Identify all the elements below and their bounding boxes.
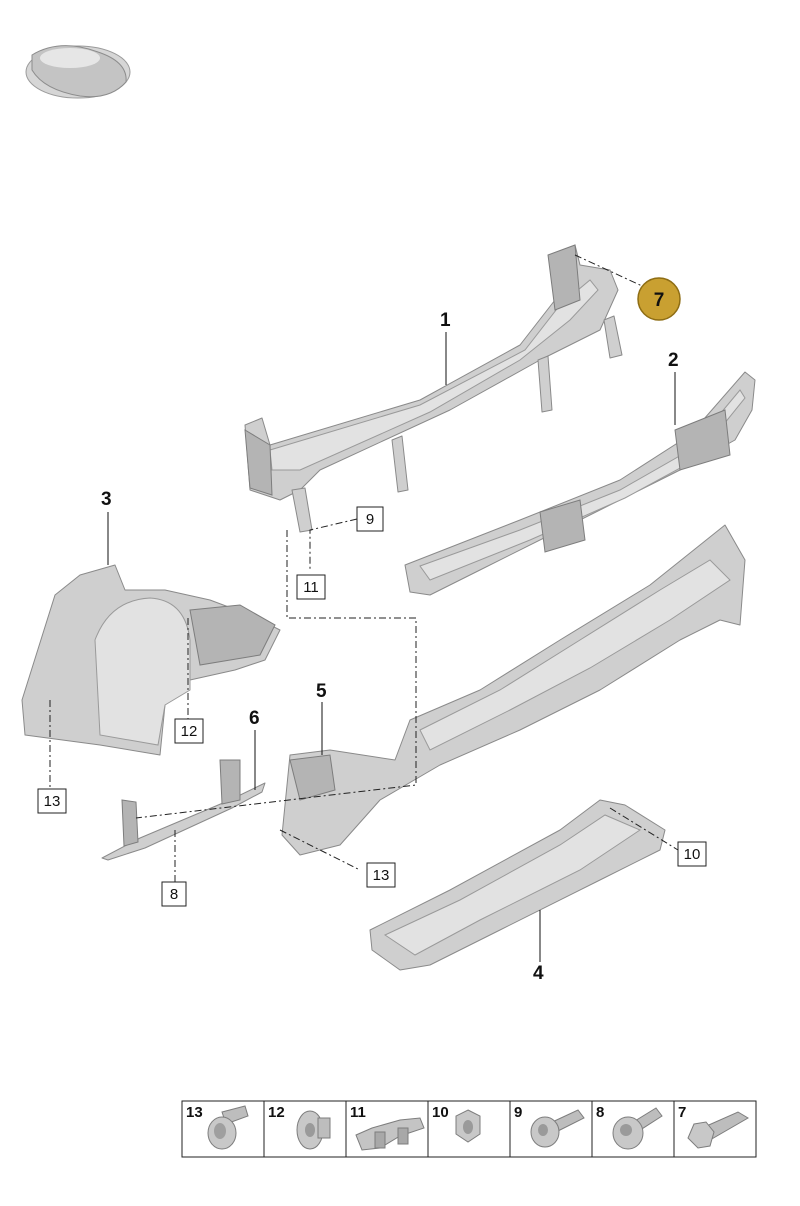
button-head-bolt-icon <box>612 1107 663 1150</box>
callout-6: 6 <box>249 708 260 729</box>
part-4-underbody-panel[interactable] <box>369 799 666 971</box>
legend-num-8: 8 <box>596 1104 604 1121</box>
legend-num-9: 9 <box>514 1104 522 1121</box>
reference-lines <box>49 254 679 882</box>
clip-nut-icon <box>296 1110 331 1150</box>
legend-num-13: 13 <box>186 1104 203 1121</box>
boxed-ref-10[interactable]: 10 <box>677 841 707 867</box>
highlight-callout-7[interactable]: 7 <box>637 277 681 321</box>
legend-num-12: 12 <box>268 1104 285 1121</box>
part-3-wheel-arch-liner[interactable] <box>21 564 281 756</box>
legend-item-12[interactable]: 12 <box>268 1104 331 1150</box>
boxed-ref-13-left-label: 13 <box>44 793 61 810</box>
callout-2: 2 <box>668 350 679 371</box>
part-2-energy-absorber[interactable] <box>404 371 756 596</box>
callout-3: 3 <box>101 489 112 510</box>
round-head-bolt-icon <box>530 1109 585 1148</box>
boxed-ref-8-label: 8 <box>170 886 178 903</box>
legend-item-13[interactable]: 13 <box>186 1104 249 1150</box>
vehicle-thumbnail-icon <box>25 45 131 99</box>
leader-lines <box>107 332 676 962</box>
callout-5: 5 <box>316 681 327 702</box>
callout-1: 1 <box>440 310 451 331</box>
fastener-legend: 13 12 11 10 <box>181 1100 757 1158</box>
boxed-ref-11-label: 11 <box>303 579 319 596</box>
part-1-bumper-beam[interactable] <box>244 244 623 533</box>
legend-num-7: 7 <box>678 1104 686 1121</box>
legend-item-10[interactable]: 10 <box>432 1104 481 1143</box>
boxed-ref-13-center[interactable]: 13 <box>366 862 396 888</box>
clip-screw-icon <box>207 1105 249 1150</box>
part-6-bracket-rail[interactable] <box>101 759 266 861</box>
boxed-ref-12[interactable]: 12 <box>174 718 204 744</box>
boxed-ref-12-label: 12 <box>181 723 198 740</box>
callout-4: 4 <box>533 963 544 984</box>
boxed-ref-9[interactable]: 9 <box>356 506 384 532</box>
legend-item-8[interactable]: 8 <box>596 1104 663 1150</box>
highlight-callout-7-label: 7 <box>654 290 665 311</box>
boxed-ref-8[interactable]: 8 <box>161 881 187 907</box>
spring-clip-icon <box>355 1117 425 1151</box>
legend-item-11[interactable]: 11 <box>350 1104 425 1151</box>
boxed-ref-13-center-label: 13 <box>373 867 390 884</box>
part-5-side-panel[interactable] <box>281 524 746 856</box>
legend-item-9[interactable]: 9 <box>514 1104 585 1148</box>
boxed-ref-9-label: 9 <box>366 511 374 528</box>
boxed-ref-10-label: 10 <box>684 846 701 863</box>
legend-num-11: 11 <box>350 1104 366 1121</box>
legend-num-10: 10 <box>432 1104 449 1121</box>
boxed-ref-11[interactable]: 11 <box>296 574 326 600</box>
flange-nut-icon <box>455 1109 481 1143</box>
boxed-ref-13-left[interactable]: 13 <box>37 788 67 814</box>
legend-item-7[interactable]: 7 <box>678 1104 749 1149</box>
hex-bolt-icon <box>687 1111 749 1149</box>
